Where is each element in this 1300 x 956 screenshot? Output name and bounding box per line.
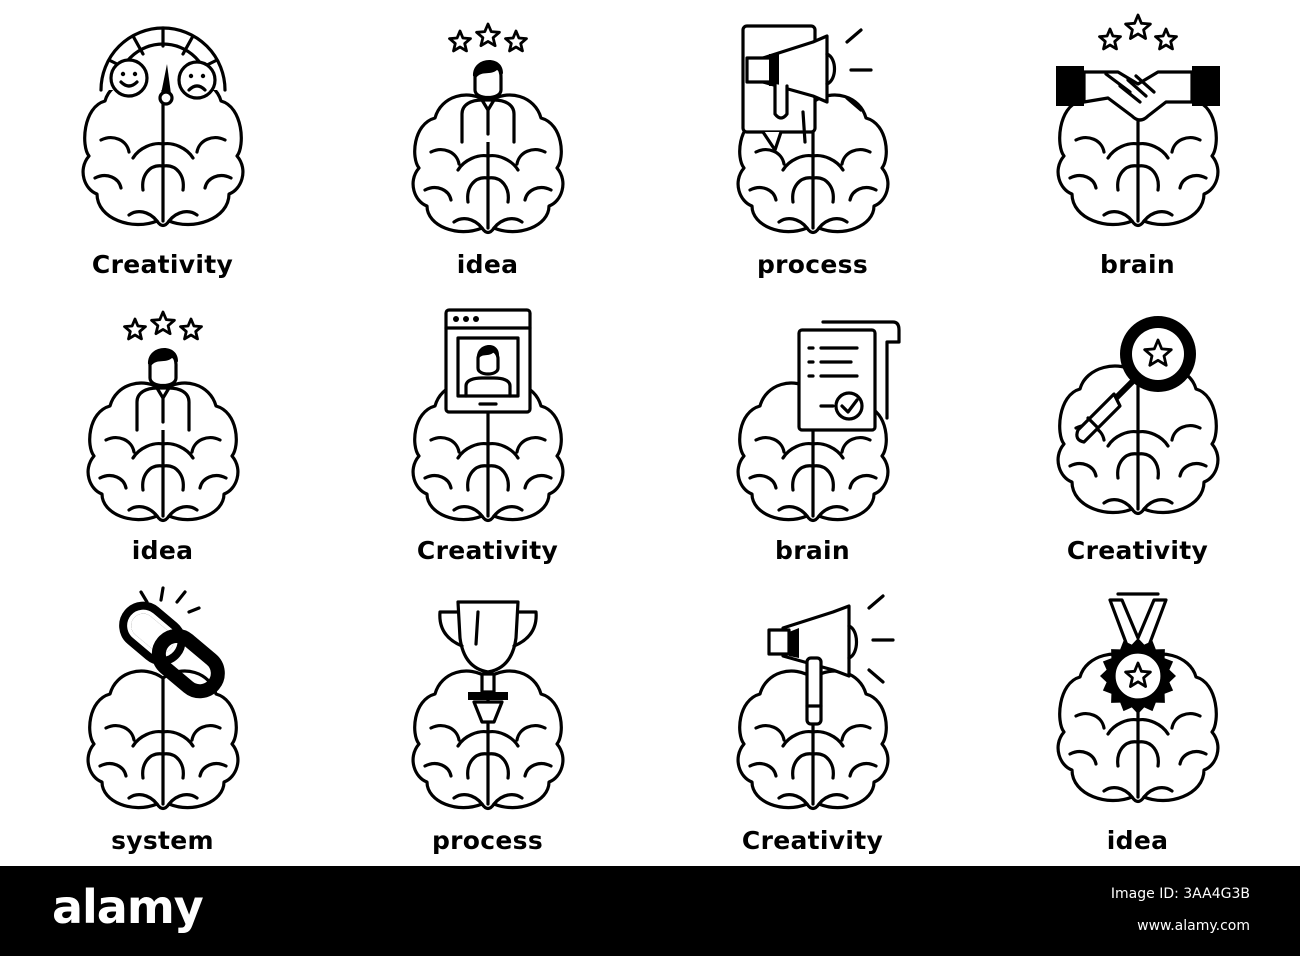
icon-tile: process — [650, 0, 975, 288]
icon-label: process — [431, 826, 544, 855]
person-stars-brain-icon — [85, 310, 240, 523]
mood-meter-brain-icon — [80, 26, 245, 228]
site-url: www.alamy.com — [1137, 918, 1250, 934]
icon-label: Creativity — [741, 826, 884, 855]
icon-tile: idea — [975, 576, 1300, 864]
icon-tile: Creativity — [0, 0, 325, 288]
icon-tile: Creativity — [325, 288, 650, 576]
icon-tile: Creativity — [975, 288, 1300, 576]
megaphone-brain-icon — [735, 594, 895, 811]
checked-document-brain-icon — [735, 320, 901, 523]
icon-label: idea — [1106, 826, 1169, 855]
icon-label: idea — [131, 536, 194, 565]
icon-label: process — [756, 250, 869, 279]
icon-label: Creativity — [1066, 536, 1209, 565]
magnifier-star-brain-icon — [1055, 316, 1220, 516]
icon-tile: idea — [0, 288, 325, 576]
image-id: Image ID: 3AA4G3B — [1110, 886, 1250, 902]
icon-tile: idea — [325, 0, 650, 288]
icon-label: brain — [775, 536, 850, 565]
icon-label: Creativity — [91, 250, 234, 279]
watermark-footer: alamy Image ID: 3AA4G3B www.alamy.com — [0, 866, 1300, 956]
icon-tile: system — [0, 576, 325, 864]
icon-label: idea — [456, 250, 519, 279]
alamy-logo: alamy — [52, 880, 204, 934]
handshake-stars-brain-icon — [1055, 13, 1220, 228]
person-stars-brain-icon — [410, 22, 565, 235]
icon-label: system — [111, 826, 214, 855]
icon-label: Creativity — [416, 536, 559, 565]
icon-tile: brain — [975, 0, 1300, 288]
icon-tile: brain — [650, 288, 975, 576]
icon-tile: Creativity — [650, 576, 975, 864]
icon-tile: process — [325, 576, 650, 864]
megaphone-board-brain-icon — [735, 24, 890, 235]
icon-label: brain — [1100, 250, 1175, 279]
chain-link-brain-icon — [85, 586, 240, 811]
profile-window-brain-icon — [410, 308, 565, 523]
medal-brain-icon — [1055, 592, 1220, 804]
icon-grid: Creativity idea — [0, 0, 1300, 864]
trophy-brain-icon — [410, 600, 565, 811]
